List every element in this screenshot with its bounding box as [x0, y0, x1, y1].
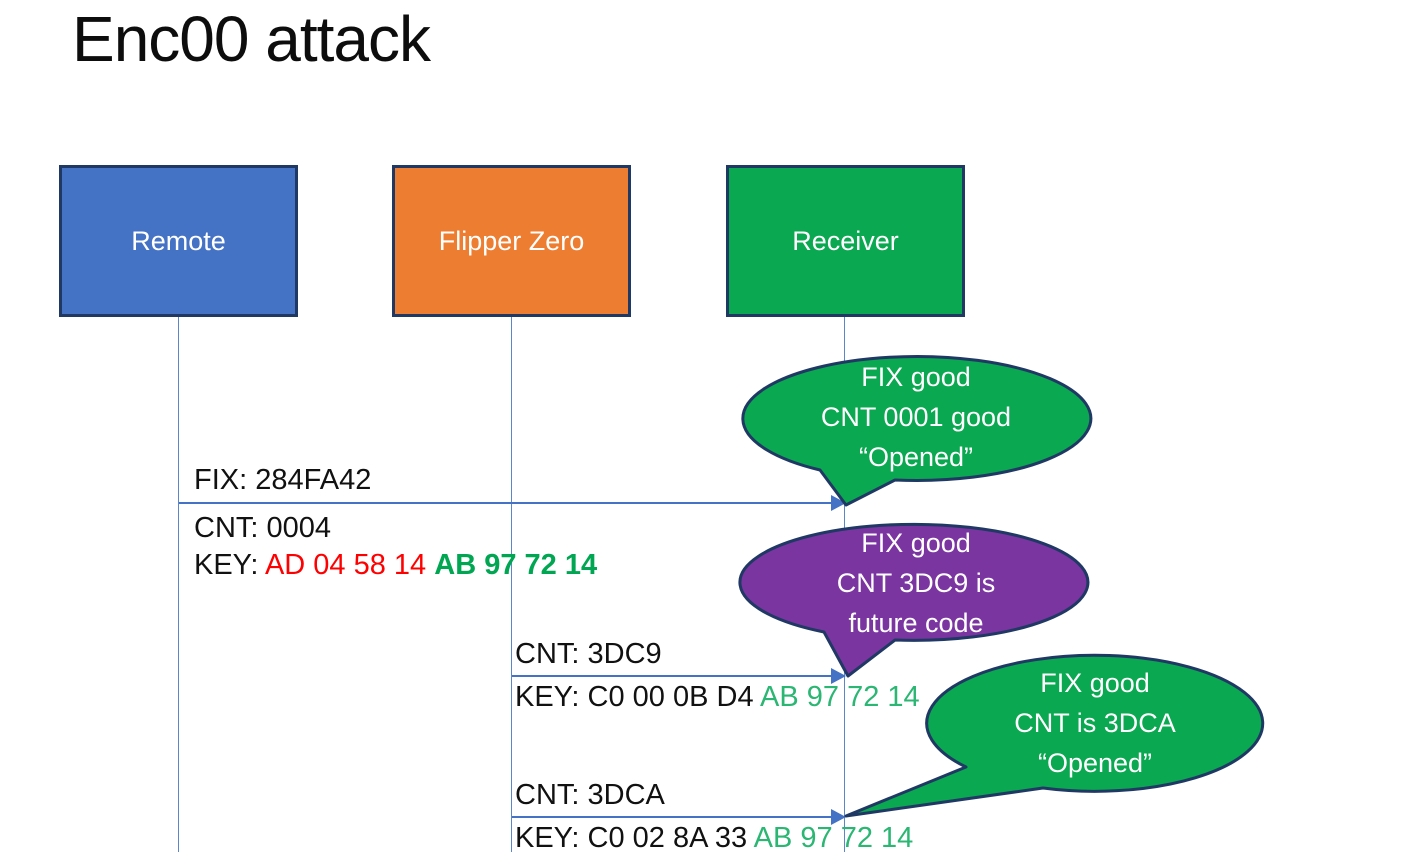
key-green-bytes: AB 97 72 14 — [760, 681, 920, 713]
key-red-bytes: AD 04 58 14 — [264, 549, 435, 581]
actor-box-flipper-zero: Flipper Zero — [392, 165, 631, 317]
bubble2-line1: FIX good — [861, 528, 971, 558]
message3-key-label: KEY: C0 02 8A 33 AB 97 72 14 — [515, 822, 913, 855]
lifeline-flipper-zero — [511, 317, 512, 852]
key-prefix: KEY: — [515, 822, 588, 854]
arrow-head-icon — [831, 809, 846, 825]
lifeline-remote — [178, 317, 179, 852]
bubble2-text: FIX good CNT 3DC9 is future code — [742, 523, 1090, 643]
message1-fix-label: FIX: 284FA42 — [194, 464, 372, 496]
key-black-bytes: C0 00 0B D4 — [587, 681, 761, 713]
bubble1-line2: CNT 0001 good — [820, 402, 1012, 432]
actor-label-remote: Remote — [131, 225, 226, 256]
actor-label-receiver: Receiver — [792, 225, 899, 256]
message-arrow-2 — [512, 675, 832, 677]
bubble2-line2: CNT 3DC9 is — [836, 568, 996, 598]
actor-box-receiver: Receiver — [726, 165, 965, 317]
bubble3-line2: CNT is 3DCA — [1014, 708, 1176, 738]
arrow-head-icon — [831, 495, 846, 511]
message1-cnt-label: CNT: 0004 — [194, 512, 332, 544]
key-green-bytes: AB 97 72 14 — [753, 822, 914, 854]
bubble3-line1: FIX good — [1040, 668, 1150, 698]
message-arrow-3 — [512, 816, 832, 818]
page-title: Enc00 attack — [72, 3, 431, 75]
message2-key-label: KEY: C0 00 0B D4 AB 97 72 14 — [515, 681, 920, 714]
key-black-bytes: C0 02 8A 33 — [587, 822, 754, 854]
key-prefix: KEY: — [194, 549, 265, 581]
message-arrow-1 — [179, 502, 832, 504]
bubble3-line3: “Opened” — [1037, 748, 1153, 778]
key-prefix: KEY: — [515, 681, 588, 713]
bubble3-text: FIX good CNT is 3DCA “Opened” — [925, 663, 1265, 783]
bubble1-text: FIX good CNT 0001 good “Opened” — [742, 357, 1090, 477]
bubble1-line3: “Opened” — [858, 442, 974, 472]
bubble2-line3: future code — [848, 608, 984, 638]
message1-key-label: KEY: AD 04 58 14 AB 97 72 14 — [194, 549, 597, 582]
actor-label-flipper-zero: Flipper Zero — [438, 225, 585, 256]
actor-box-remote: Remote — [59, 165, 298, 317]
key-green-bytes: AB 97 72 14 — [434, 549, 598, 581]
message2-cnt-label: CNT: 3DC9 — [515, 638, 662, 670]
bubble1-line1: FIX good — [861, 362, 971, 392]
message3-cnt-label: CNT: 3DCA — [515, 779, 665, 811]
